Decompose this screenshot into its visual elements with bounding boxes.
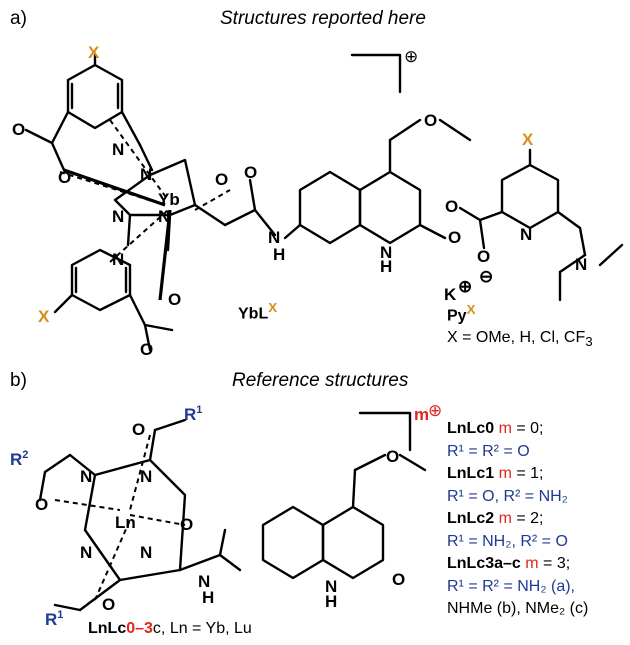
charge-plus: ⊕: [428, 401, 442, 420]
atom-h: H: [380, 257, 392, 276]
py-caption: PyX: [447, 302, 476, 325]
atom-n: N: [268, 228, 280, 247]
plus-sign: ⊕: [458, 277, 472, 296]
top-pyridine-ring: [66, 63, 124, 130]
atom-o: O: [448, 228, 461, 247]
r1-bottom: R1: [45, 609, 63, 629]
legend-item: R¹ = NH₂, R² = O: [447, 532, 568, 550]
atom-o: O: [244, 163, 257, 182]
panel-b-label: b): [10, 370, 27, 391]
minus-sign: ⊖: [479, 267, 493, 286]
r1-top: R1: [184, 404, 202, 424]
atom-n: N: [140, 165, 152, 184]
atom-h: H: [202, 588, 214, 607]
atom-k: K: [444, 285, 457, 304]
quinolinone-pyridone-ring-b: [321, 505, 385, 580]
legend-item: R¹ = R² = O: [447, 442, 530, 460]
atom-n: N: [158, 207, 170, 226]
quinolinone-benzo-ring: [298, 170, 362, 245]
legend-item: LnLc2 m = 2;: [447, 510, 544, 527]
atom-n: N: [80, 467, 92, 486]
top-x-label: X: [88, 43, 100, 62]
quinolinone-benzo-ring-b: [261, 505, 325, 580]
legend-item: LnLc0 m = 0;: [447, 420, 544, 437]
atom-o: O: [140, 340, 153, 359]
atom-n: N: [140, 543, 152, 562]
atom-n: N: [140, 467, 152, 486]
atom-o: O: [392, 570, 405, 589]
atom-n: N: [380, 243, 392, 262]
atom-o: O: [386, 447, 399, 466]
atom-ln: Ln: [115, 513, 136, 532]
py-ring: [500, 163, 560, 230]
atom-o: O: [424, 111, 437, 130]
legend-item: NHMe (b), NMe₂ (c): [447, 600, 589, 617]
bottom-pyridine-ring: [70, 248, 132, 312]
charge-m: m: [414, 405, 429, 424]
atom-h: H: [325, 592, 337, 611]
atom-o: O: [132, 420, 145, 439]
bottom-x-label: X: [38, 307, 50, 326]
atom-n: N: [80, 543, 92, 562]
atom-n: N: [325, 577, 337, 596]
py-x-label: X: [522, 130, 534, 149]
atom-n: N: [112, 250, 124, 269]
legend-item: R¹ = R² = NH₂ (a),: [447, 577, 575, 595]
atom-h: H: [273, 245, 285, 264]
atom-o: O: [445, 197, 458, 216]
legend-item: LnLc3a–c m = 3;: [447, 555, 571, 572]
atom-n: N: [198, 572, 210, 591]
atom-o: O: [12, 120, 25, 139]
legend: LnLc0 m = 0; R¹ = R² = O LnLc1 m = 1; R¹…: [447, 418, 588, 621]
atom-o: O: [477, 247, 490, 266]
panel-a-charge: ⊕: [404, 47, 418, 66]
panel-b-heading: Reference structures: [232, 370, 409, 391]
atom-yb: Yb: [158, 190, 180, 209]
panel-a-label: a): [10, 8, 27, 29]
atom-o: O: [35, 495, 48, 514]
panel-a-structures: X O O N N Yb N N N X O O O O N H N H O O…: [12, 43, 624, 359]
atom-o: O: [58, 168, 71, 187]
quinolinone-pyridone-ring: [358, 170, 422, 245]
panel-b-caption: LnLc0–3c, Ln = Yb, Lu: [88, 620, 252, 637]
macrocycle: [113, 158, 197, 217]
atom-o: O: [102, 595, 115, 614]
panel-a-heading: Structures reported here: [220, 8, 426, 29]
x-values: X = OMe, H, Cl, CF3: [447, 329, 593, 350]
ybl-caption: YbLX: [238, 300, 278, 323]
atom-o: O: [180, 515, 193, 534]
atom-n: N: [520, 225, 532, 244]
legend-item: R¹ = O, R² = NH₂: [447, 487, 568, 505]
legend-item: LnLc1 m = 1;: [447, 465, 544, 482]
atom-n: N: [112, 140, 124, 159]
r2-left: R2: [10, 449, 28, 469]
atom-o: O: [168, 290, 181, 309]
atom-n: N: [112, 207, 124, 226]
panel-b-structures: O O O O O O Ln N N N N N H N H R1 R2 R1 …: [10, 401, 442, 629]
atom-n: N: [575, 255, 587, 274]
atom-o: O: [215, 170, 228, 189]
